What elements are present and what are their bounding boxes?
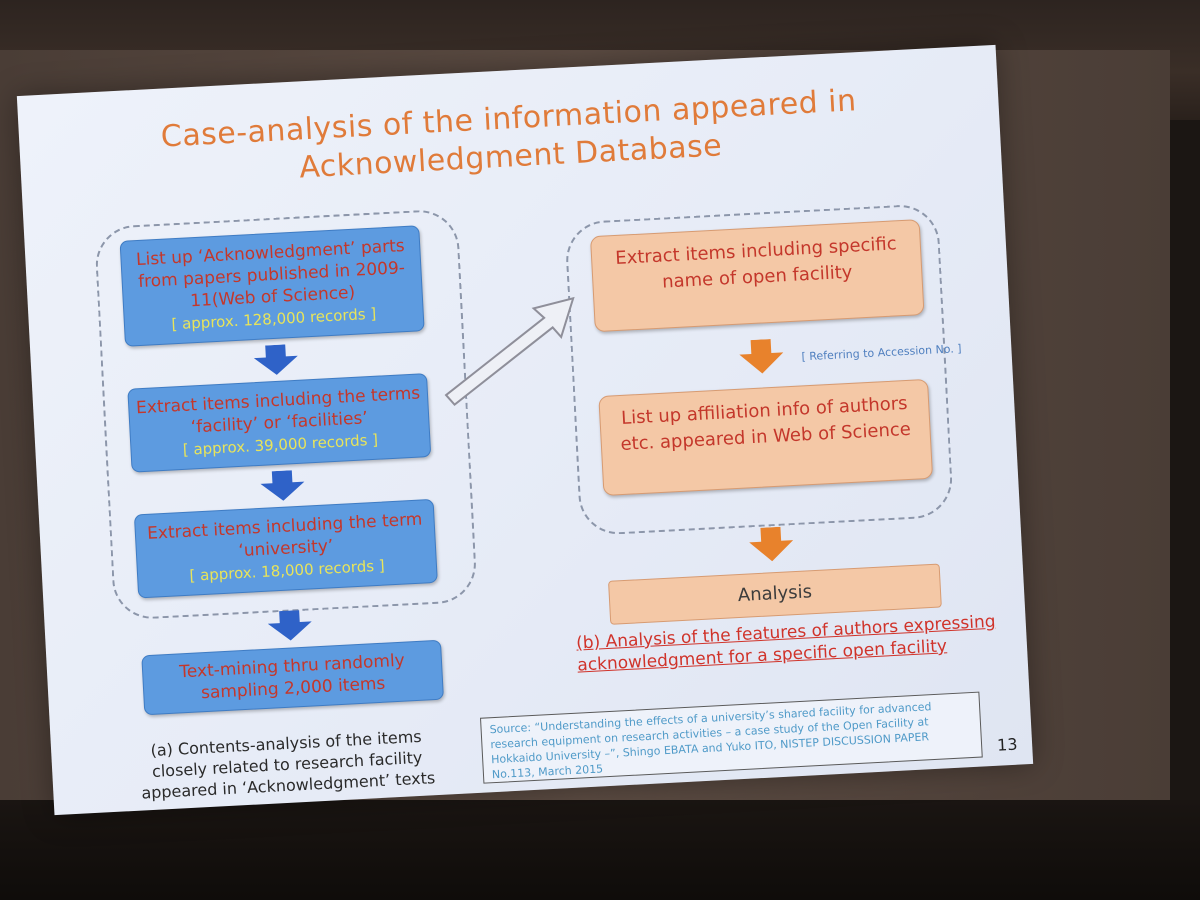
source-citation: Source: “Understanding the effects of a … [479,691,983,784]
right-step-1: Extract items including specific name of… [589,219,925,333]
down-arrow-icon [260,470,305,501]
down-arrow-icon [267,610,312,641]
caption-a: (a) Contents-analysis of the items close… [140,726,436,803]
left-step-2: Extract items including the terms ‘facil… [127,373,432,473]
projected-slide: Case-analysis of the information appeare… [16,44,1034,816]
right-step-1-text: Extract items including specific name of… [614,233,898,293]
room-background-bottom [0,800,1200,900]
right-step-2-text: List up affiliation info of authors etc.… [620,392,912,456]
down-arrow-icon [739,339,784,374]
left-step-4-text: Text-mining thru randomly sampling 2,000… [178,650,406,704]
left-step-4: Text-mining thru randomly sampling 2,000… [141,639,444,716]
left-step-3-text: Extract items including the term ‘univer… [146,509,423,562]
left-step-3: Extract items including the term ‘univer… [133,498,438,599]
down-arrow-icon [253,344,298,375]
down-arrow-icon [749,526,794,562]
left-step-1: List up ‘Acknowledgment’ parts from pape… [119,225,425,347]
right-step-2: List up affiliation info of authors etc.… [598,378,934,496]
slide-title: Case-analysis of the information appeare… [108,80,911,198]
diagonal-arrow-icon [444,296,575,407]
page-number: 13 [996,734,1018,755]
left-step-1-text: List up ‘Acknowledgment’ parts from pape… [135,236,406,312]
